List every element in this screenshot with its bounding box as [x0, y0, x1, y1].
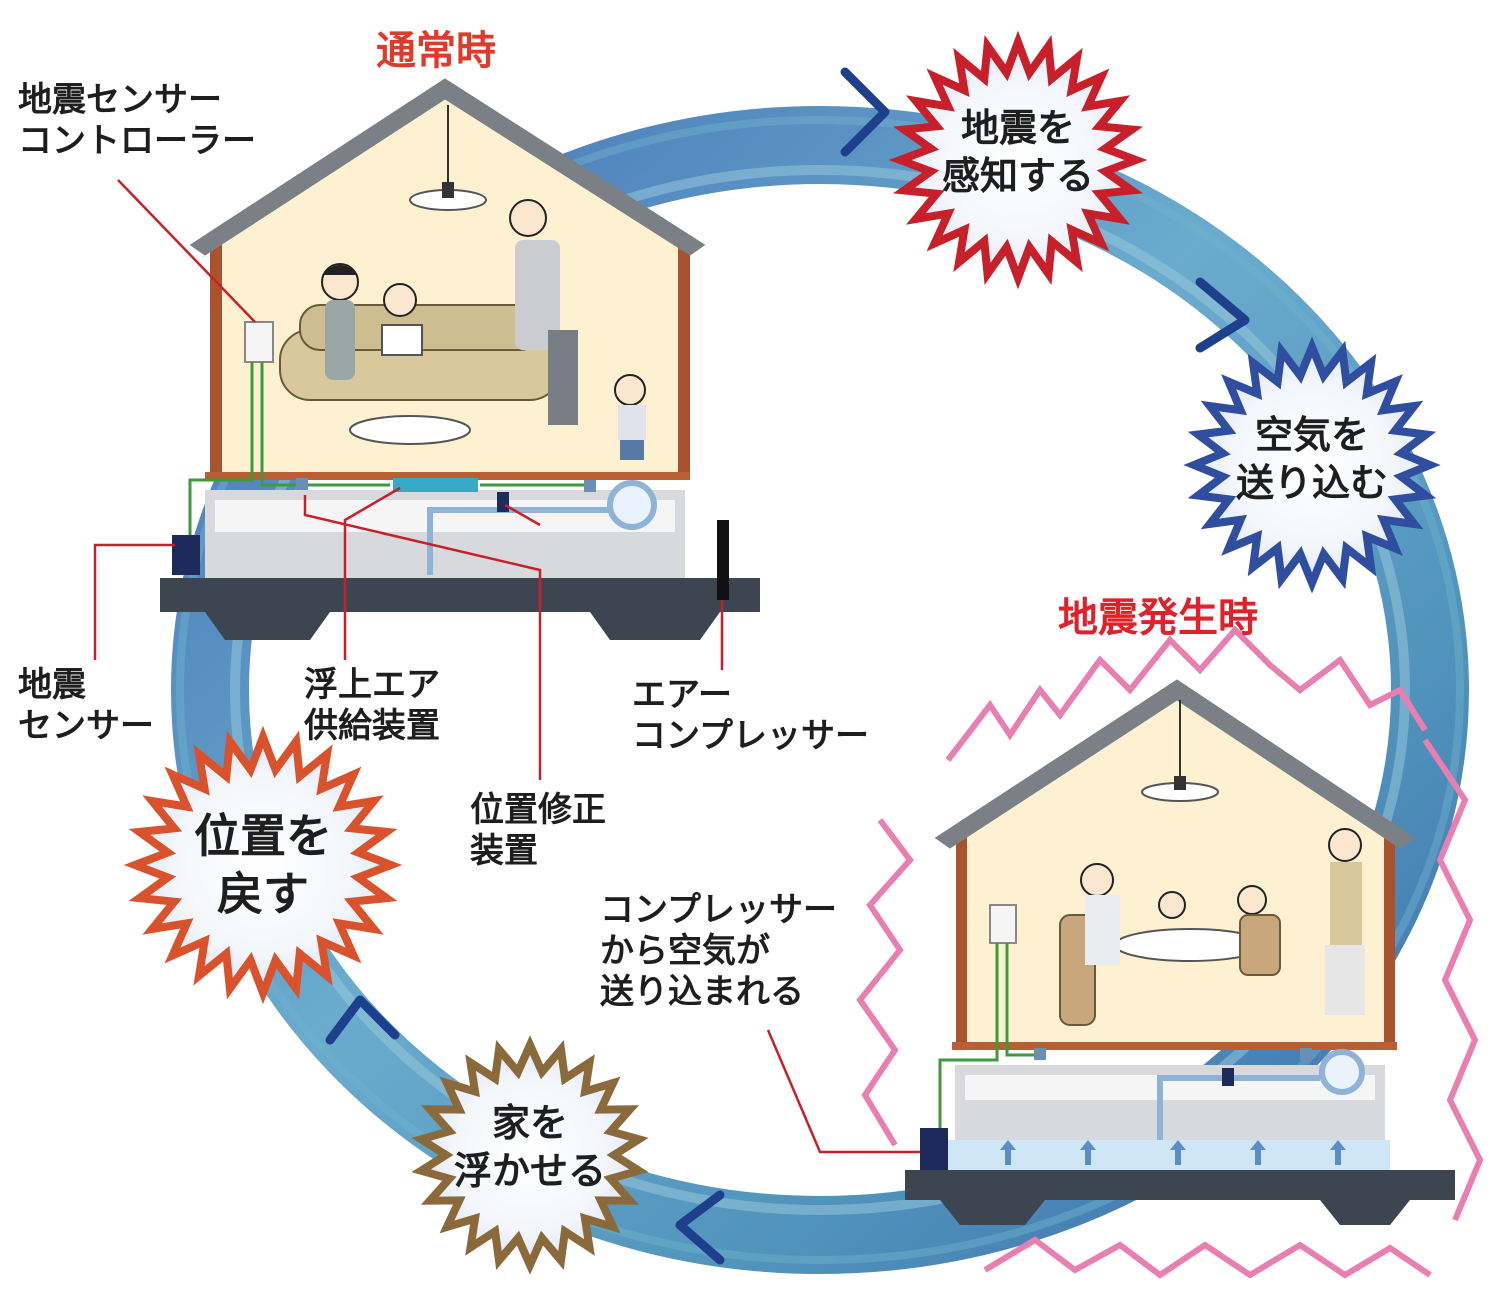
- label-line: コンプレッサー: [632, 715, 869, 756]
- step-return-text: 位置を 戻す: [163, 808, 363, 923]
- label-controller: 地震センサー コントローラー: [18, 80, 256, 162]
- chevron-up-icon: [325, 995, 400, 1045]
- label-line: コントローラー: [18, 120, 256, 161]
- label-line: 地震センサー: [18, 80, 222, 120]
- step-line: 家を: [491, 1101, 568, 1145]
- step-line: 地震を: [960, 106, 1075, 150]
- step-line: 浮かせる: [453, 1148, 606, 1193]
- step-line: 戻す: [217, 866, 309, 921]
- label-line: 装置: [470, 830, 538, 871]
- leader-lines: [93, 179, 724, 780]
- burst-send-air: [1183, 336, 1441, 594]
- label-line: 地震: [18, 665, 86, 705]
- title-quake: 地震発生時: [1058, 595, 1258, 641]
- step-detect-text: 地震を 感知する: [918, 105, 1118, 200]
- house-quake: [905, 679, 1455, 1225]
- leader-line-compressor-air: [766, 1029, 920, 1154]
- flow-arrows: [325, 67, 1250, 1265]
- burst-detect: [888, 30, 1148, 290]
- chevron-left-icon: [675, 1190, 725, 1265]
- label-line: 送り込まれる: [600, 971, 804, 1012]
- label-compressor-air: コンプレッサー から空気が 送り込まれる: [600, 890, 837, 1012]
- house-normal: [160, 78, 760, 640]
- step-float-text: 家を 浮かせる: [430, 1100, 630, 1195]
- step-line: 空気を: [1254, 413, 1369, 457]
- chevron-down-right-icon: [1195, 277, 1250, 353]
- chevron-right-icon: [840, 67, 890, 157]
- label-line: 供給装置: [304, 705, 440, 746]
- step-bursts: [123, 30, 1441, 1275]
- shake-lines: [856, 625, 1484, 1279]
- step-line: 送り込む: [1235, 460, 1388, 505]
- label-line: から空気が: [600, 930, 770, 971]
- label-line: 浮上エア: [304, 665, 440, 705]
- step-line: 感知する: [941, 153, 1094, 198]
- title-normal: 通常時: [376, 28, 496, 74]
- label-sensor: 地震 センサー: [18, 665, 154, 747]
- step-line: 位置を: [194, 809, 332, 863]
- flow-ring: [171, 106, 1469, 1274]
- label-position-fix: 位置修正 装置: [470, 790, 606, 872]
- burst-float: [411, 1035, 649, 1275]
- label-line: 位置修正: [470, 790, 606, 830]
- label-compressor: エアー コンプレッサー: [632, 675, 869, 757]
- burst-return: [123, 725, 403, 1005]
- step-send-air-text: 空気を 送り込む: [1212, 412, 1412, 507]
- label-line: センサー: [18, 705, 154, 746]
- label-line: コンプレッサー: [600, 890, 837, 930]
- label-line: エアー: [632, 675, 732, 715]
- label-air-supply: 浮上エア 供給装置: [304, 665, 440, 747]
